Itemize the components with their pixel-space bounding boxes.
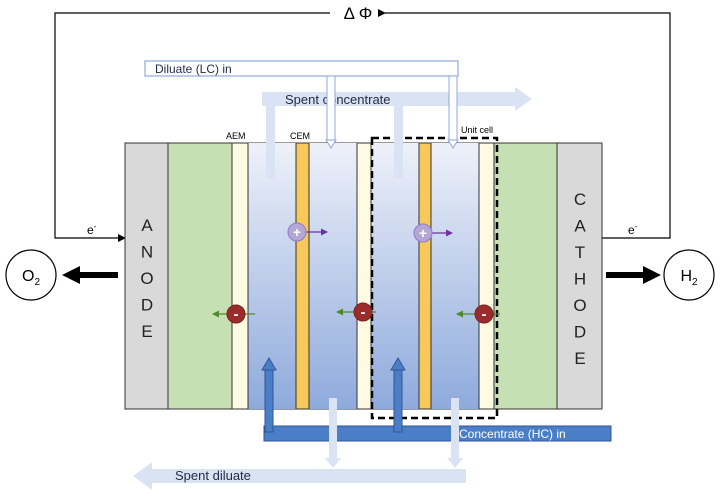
- aem-membrane-2: [356, 142, 372, 410]
- unit-cell-box: [370, 136, 499, 420]
- cation-2-symbol: +: [419, 225, 427, 241]
- anion-3: -: [456, 304, 500, 324]
- anode-compartment: [167, 142, 233, 410]
- cem-label: CEM: [290, 131, 310, 141]
- cathode-compartment: [493, 142, 558, 410]
- right-circuit-wire: [378, 9, 671, 239]
- unit-cell-label: Unit cell: [461, 125, 493, 135]
- cem-membrane-2: [418, 142, 432, 410]
- cathode-letter-3: T: [575, 243, 585, 262]
- hydrogen-label: H2: [680, 268, 698, 288]
- left-circuit-wire: [54, 12, 330, 242]
- cathode-letter-6: D: [574, 323, 586, 342]
- anode-letter-3: O: [140, 269, 153, 288]
- anode-letter-2: N: [141, 243, 153, 262]
- cathode-letter-4: H: [574, 270, 586, 289]
- anion-1: -: [212, 304, 255, 324]
- anion-1-symbol: -: [234, 306, 239, 323]
- channel-2: [309, 143, 357, 409]
- anion-2: -: [336, 302, 376, 322]
- spent-concentrate-label: Spent concentrate: [285, 92, 391, 107]
- oxygen-label: O2: [22, 268, 40, 288]
- anion-2-symbol: -: [361, 304, 366, 321]
- spent-diluate-label: Spent diluate: [175, 468, 251, 483]
- diluate-in-label: Diluate (LC) in: [155, 62, 232, 76]
- potential-label: Δ Φ: [344, 4, 373, 23]
- channel-4: [431, 143, 479, 409]
- cathode-letter-5: O: [573, 296, 586, 315]
- diluate-in-arrow: Diluate (LC) in: [144, 60, 459, 149]
- cathode-letter-1: C: [574, 190, 586, 209]
- cathode-letter-2: A: [574, 217, 586, 236]
- oxygen-arrow: [62, 266, 118, 284]
- anode-plate: [124, 142, 169, 410]
- hydrogen-output: H2: [606, 249, 715, 301]
- cem-membrane-1: [295, 142, 310, 410]
- cation-2: +: [413, 223, 453, 243]
- electron-label-right: e-: [628, 222, 638, 237]
- hydrogen-arrow: [606, 266, 661, 284]
- anode-letter-5: E: [141, 322, 152, 341]
- anion-3-symbol: -: [482, 306, 487, 323]
- aem-membrane-1: [231, 142, 249, 410]
- cathode-plate: [556, 142, 603, 410]
- cation-1-symbol: +: [293, 224, 301, 240]
- concentrate-in-arrow: Concentrate (HC) in: [261, 357, 612, 442]
- oxygen-circle: [5, 249, 57, 301]
- anode-letter-1: A: [141, 216, 153, 235]
- electron-label-left: e-: [87, 222, 97, 237]
- cathode-letter-7: E: [574, 349, 585, 368]
- oxygen-output: O2: [5, 249, 118, 301]
- aem-membrane-3: [478, 142, 495, 410]
- hydrogen-circle: [663, 249, 715, 301]
- anode-letter-4: D: [141, 296, 153, 315]
- concentrate-in-label: Concentrate (HC) in: [459, 427, 566, 441]
- spent-diluate-arrow: Spent diluate: [133, 398, 466, 490]
- potential-circuit: Δ Φ: [54, 4, 671, 242]
- cation-1: +: [287, 222, 328, 242]
- aem-label: AEM: [226, 131, 246, 141]
